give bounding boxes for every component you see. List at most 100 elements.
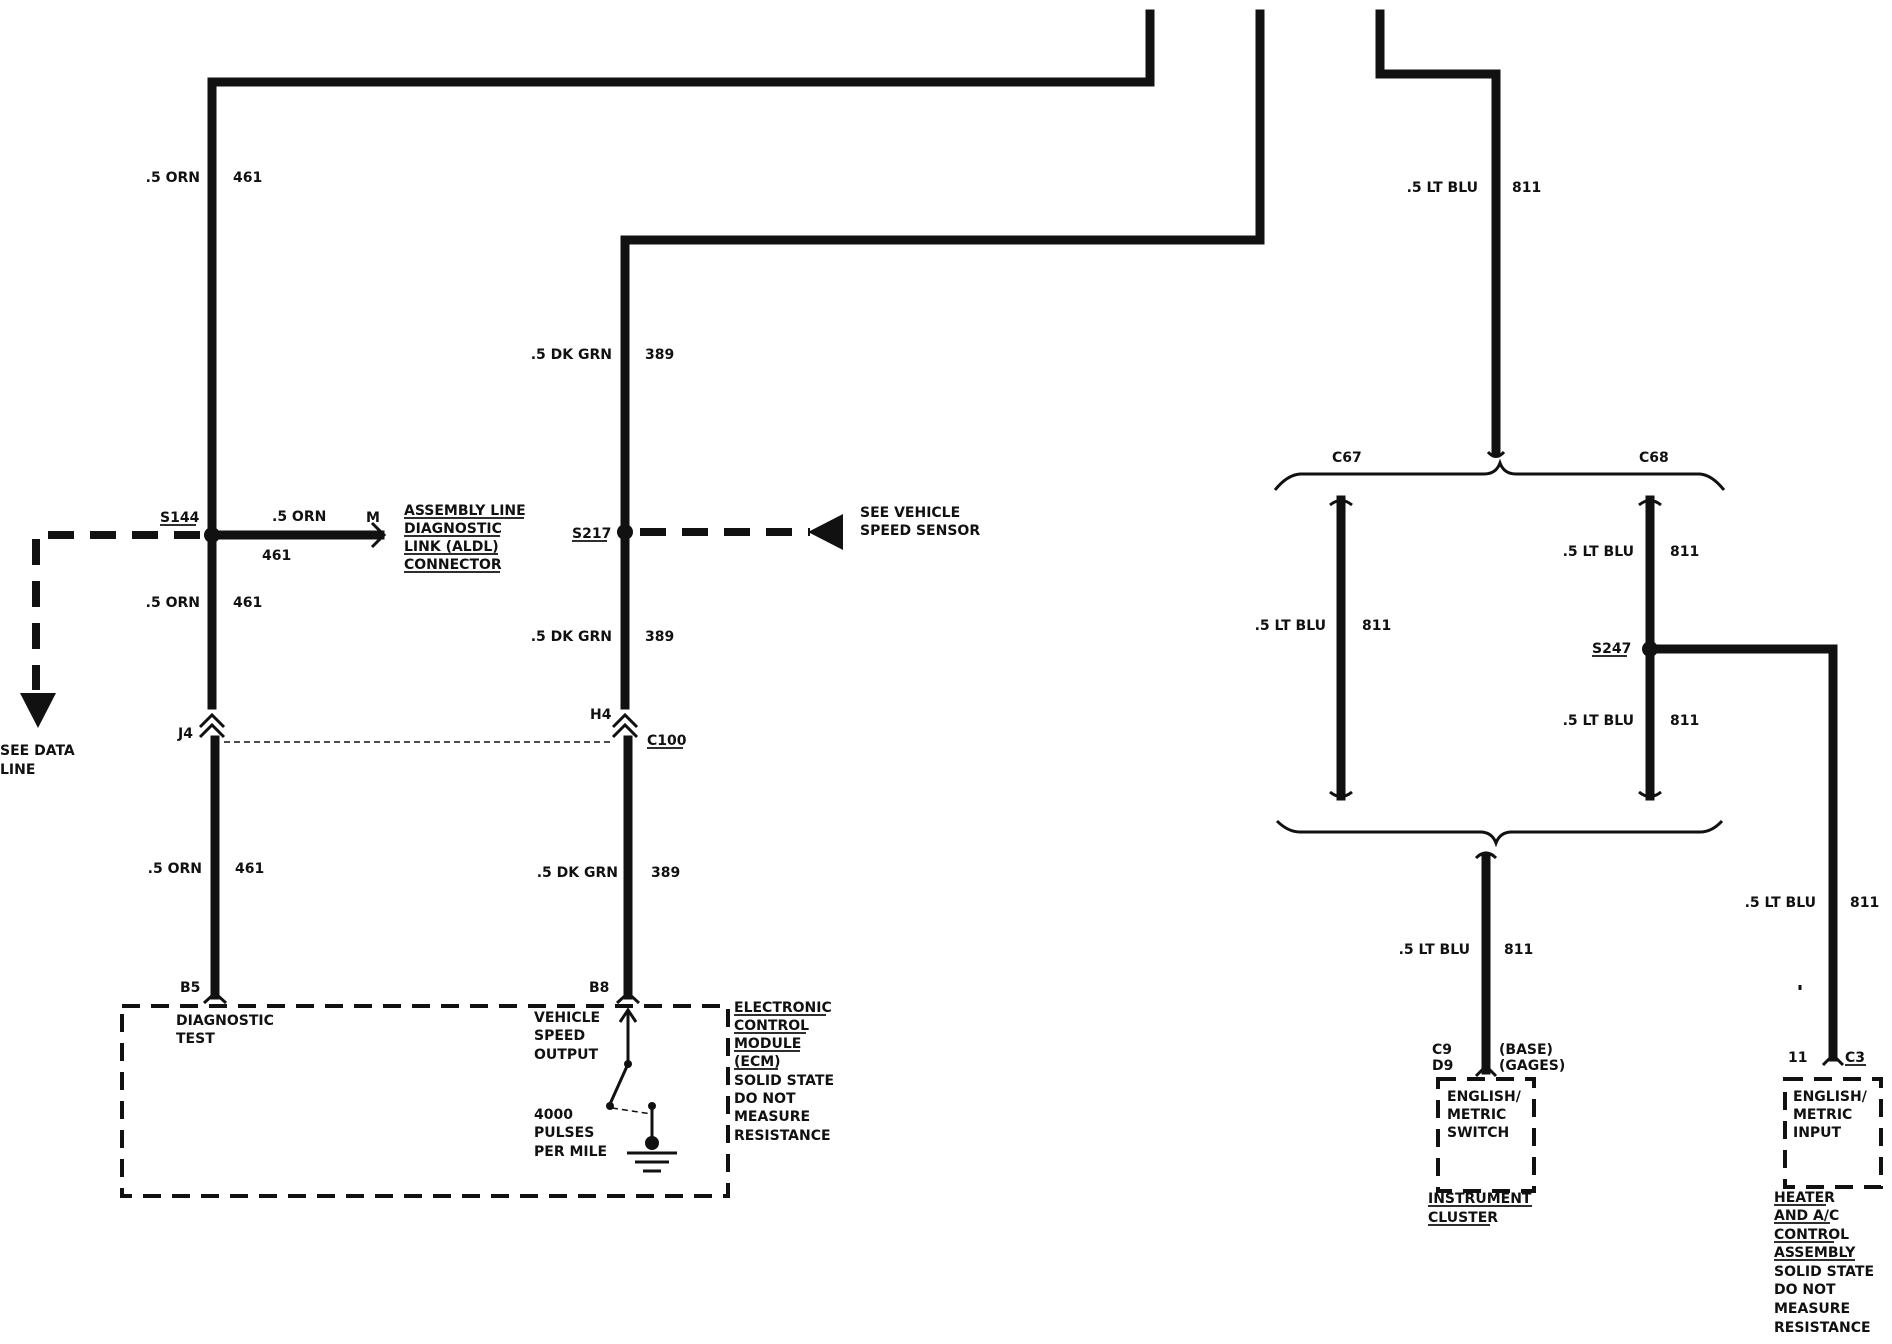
hvac-parent-1: HEATER	[1774, 1190, 1835, 1206]
ecm-diag-2: TEST	[176, 1031, 215, 1047]
b5-connector-symbol	[202, 990, 228, 1005]
connector-base-label: (BASE)	[1499, 1042, 1553, 1058]
splice-s217-label: S217	[572, 526, 611, 542]
splice-s247-label: S247	[1592, 641, 1631, 657]
switch-body-1: ENGLISH/	[1447, 1089, 1522, 1105]
wire-811-heater	[1645, 644, 1838, 1062]
w461-top-circuit: 461	[233, 170, 262, 186]
wire-461-top	[207, 9, 1155, 540]
hvac-parent-2: AND A/C	[1774, 1208, 1839, 1224]
connector-m-label: M	[366, 510, 380, 526]
w811-c68-top-circuit: 811	[1670, 544, 1699, 560]
connector-c68-label: C68	[1639, 450, 1669, 466]
c67-c68-bracket-top	[1273, 458, 1726, 491]
w389-mid-gauge: .5 DK GRN	[531, 629, 612, 645]
w811-heater-gauge: .5 LT BLU	[1745, 895, 1816, 911]
hvac-note-4: RESISTANCE	[1774, 1320, 1871, 1336]
splice-s144-dot	[204, 527, 220, 543]
hvac-note-1: SOLID STATE	[1774, 1264, 1874, 1280]
w811-c67-circuit: 811	[1362, 618, 1391, 634]
connector-b5-label: B5	[180, 980, 200, 996]
w461-mid-circuit: 461	[233, 595, 262, 611]
circuit-389	[224, 9, 1265, 1005]
references: SEE DATA LINE SEE VEHICLE SPEED SENSOR	[0, 505, 980, 778]
connector-c9-label: C9	[1432, 1042, 1452, 1058]
circuit-811	[1273, 9, 1883, 1193]
j4-connector-symbol	[198, 712, 226, 739]
see-vss-2: SPEED SENSOR	[860, 523, 980, 539]
ecm-note-1: SOLID STATE	[734, 1073, 834, 1089]
cluster-bracket-bottom	[1275, 819, 1724, 848]
w811-c68-bot-circuit: 811	[1670, 713, 1699, 729]
aldl-line-1: ASSEMBLY LINE	[404, 503, 526, 519]
h4-connector-symbol	[611, 712, 639, 739]
ecm-pulses-2: PULSES	[534, 1125, 594, 1141]
connector-b8-label: B8	[589, 980, 609, 996]
ecm-note-4: RESISTANCE	[734, 1128, 831, 1144]
ecm-vso-2: SPEED	[534, 1028, 585, 1044]
w811-cluster-circuit: 811	[1504, 942, 1533, 958]
ecm-name-3: MODULE	[734, 1036, 801, 1052]
see-data-line-1: SEE DATA	[0, 743, 75, 759]
c9-connector-symbol	[1474, 1063, 1498, 1078]
ecm-diag-1: DIAGNOSTIC	[176, 1013, 274, 1029]
c68-top-symbol	[1638, 499, 1662, 507]
w389-mid-circuit: 389	[645, 629, 674, 645]
switch-body-2: METRIC	[1447, 1107, 1506, 1123]
connector-c100-label: C100	[647, 733, 687, 749]
component-labels: ASSEMBLY LINE DIAGNOSTIC LINK (ALDL) CON…	[176, 503, 1874, 1336]
w389-top-gauge: .5 DK GRN	[531, 347, 612, 363]
switch-body-3: SWITCH	[1447, 1125, 1509, 1141]
c3-connector-symbol	[1821, 1052, 1845, 1067]
connector-c3-label: C3	[1845, 1050, 1865, 1066]
ecm-vso-3: OUTPUT	[534, 1047, 598, 1063]
ecm-name-4: (ECM)	[734, 1054, 781, 1070]
hvac-input-box	[1783, 1077, 1883, 1189]
aldl-line-3: LINK (ALDL)	[404, 539, 499, 555]
connector-c67-label: C67	[1332, 450, 1362, 466]
connector-h4-label: H4	[590, 707, 612, 723]
w811-top-circuit: 811	[1512, 180, 1541, 196]
w461-aldl-circuit: 461	[262, 548, 291, 564]
ecm-box	[120, 1004, 730, 1198]
ecm-module	[120, 1004, 730, 1198]
w389-bot-circuit: 389	[651, 865, 680, 881]
connector-d9-label: D9	[1432, 1058, 1453, 1074]
switch-box	[1436, 1077, 1536, 1193]
w811-c68-bot-gauge: .5 LT BLU	[1563, 713, 1634, 729]
wire-811-cluster-top	[1474, 851, 1498, 860]
see-data-line-arrow	[20, 693, 56, 728]
ecm-name-1: ELECTRONIC	[734, 1000, 832, 1016]
w461-aldl-gauge: .5 ORN	[272, 509, 326, 525]
hvac-note-2: DO NOT	[1774, 1282, 1836, 1298]
w389-top-circuit: 389	[645, 347, 674, 363]
ecm-note-3: MEASURE	[734, 1109, 810, 1125]
switch-parent-1: INSTRUMENT	[1428, 1191, 1532, 1207]
circuit-461	[20, 9, 1155, 1005]
see-vss-arrow	[808, 514, 843, 550]
ground-symbol	[627, 1151, 677, 1173]
switch-parent-2: CLUSTER	[1428, 1210, 1498, 1226]
see-data-line-path	[32, 531, 200, 690]
w811-cluster-gauge: .5 LT BLU	[1399, 942, 1470, 958]
hvac-body-3: INPUT	[1793, 1125, 1842, 1141]
see-vss-1: SEE VEHICLE	[860, 505, 960, 521]
w811-c67-gauge: .5 LT BLU	[1255, 618, 1326, 634]
ground-node	[645, 1136, 659, 1150]
splice-s144-label: S144	[160, 510, 200, 526]
c67-top-symbol	[1329, 499, 1353, 507]
c67-bot-symbol	[1329, 790, 1353, 798]
aldl-line-4: CONNECTOR	[404, 557, 502, 573]
connector-j4-label: J4	[177, 726, 193, 742]
w389-bot-gauge: .5 DK GRN	[537, 865, 618, 881]
hvac-parent-3: CONTROL	[1774, 1227, 1849, 1243]
vss-arrow-head	[618, 1007, 638, 1023]
connector-gages-label: (GAGES)	[1499, 1058, 1565, 1074]
ecm-name-2: CONTROL	[734, 1018, 809, 1034]
wire-labels: .5 ORN 461 .5 ORN 461 .5 ORN 461 .5 ORN …	[146, 170, 1880, 958]
w811-heater-circuit: 811	[1850, 895, 1879, 911]
w811-top-gauge: .5 LT BLU	[1407, 180, 1478, 196]
b8-connector-symbol	[615, 990, 641, 1005]
wire-389-top	[620, 9, 1265, 537]
